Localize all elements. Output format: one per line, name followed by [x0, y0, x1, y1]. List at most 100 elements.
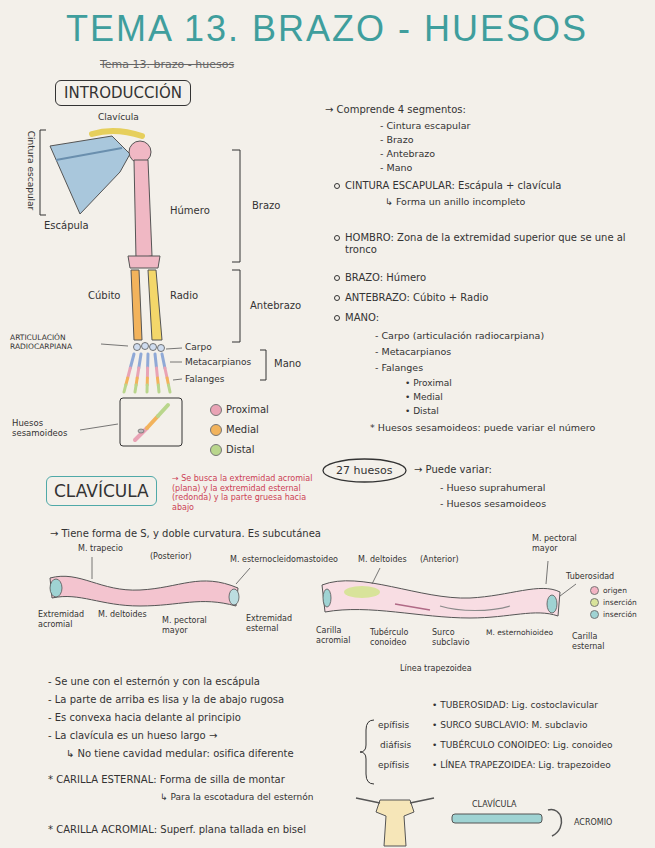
heading-box: INTRODUCCIÓN — [55, 80, 191, 106]
scapula-bone — [50, 136, 130, 214]
note-text: • TUBÉRCULO CONOIDEO: Lig. conoideo — [432, 740, 613, 751]
note-text: - Antebrazo — [380, 148, 435, 159]
note-text: - La parte de arriba es lisa y la de aba… — [48, 694, 284, 706]
note-text: ↳ Para la escotadura del esternón — [160, 792, 313, 803]
note-text: M. esternohioideo — [486, 628, 553, 637]
note-text: M. esternocleidomastoideo — [230, 555, 338, 565]
note-text: - Es convexa hacia delante al principio — [48, 712, 241, 724]
note-text: M. pectoral mayor — [162, 616, 228, 635]
note-text: Extremidad esternal — [246, 614, 310, 633]
note-text: • Distal — [405, 406, 439, 417]
legend-text: Distal — [226, 444, 255, 455]
note-text: diáfisis — [380, 740, 411, 751]
node-text: 27 huesos — [336, 464, 392, 477]
note-text: Cúbito — [88, 290, 121, 302]
note-text: Línea trapezoidea — [400, 664, 472, 674]
clavicle-posterior — [50, 576, 238, 606]
note-text: epífisis — [378, 720, 409, 731]
clavicle-bone — [92, 131, 142, 136]
note-text: → Tiene forma de S, y doble curvatura. E… — [50, 528, 321, 540]
note-text: Antebrazo — [250, 300, 301, 312]
note-text: Carilla acromial — [316, 626, 362, 645]
note-text: → Comprende 4 segmentos: — [325, 104, 466, 116]
deltoid-area — [344, 586, 380, 598]
note-text: BRAZO: Húmero — [345, 272, 426, 284]
note-text: - La clavícula es un hueso largo → — [48, 730, 217, 742]
legend-text: Proximal — [226, 404, 269, 415]
clavicle-anterior — [322, 581, 560, 618]
red-note: → Se busca la extremidad acromial (plana… — [172, 474, 314, 512]
legend-swatch — [210, 444, 222, 456]
legend-row: origen — [590, 586, 627, 595]
note-text: Húmero — [170, 205, 210, 217]
subclavian-groove — [440, 606, 510, 611]
radius-bone — [148, 270, 162, 340]
note-text: (Anterior) — [420, 555, 459, 565]
note-text: Tuberosidad — [566, 572, 614, 582]
note-text: M. trapecio — [78, 544, 123, 554]
note-text: Huesos sesamoideos — [12, 418, 76, 438]
legend-row: Medial — [210, 424, 259, 436]
trapezoid-line — [395, 604, 430, 610]
legend-swatch — [590, 586, 599, 595]
note-text: M. deltoides — [98, 610, 147, 620]
note-text: Clavícula — [98, 112, 139, 123]
note-text: * CARILLA ACROMIAL: Superf. plana tallad… — [48, 824, 306, 836]
note-text: Extremidad acromial — [38, 610, 96, 629]
hand-bones — [124, 354, 170, 392]
humerus-shaft — [134, 160, 152, 258]
acromion-sketch — [548, 810, 562, 836]
legend-row: Distal — [210, 444, 255, 456]
note-text: ↳ Forma un anillo incompleto — [385, 196, 525, 207]
sesamoid-bone — [138, 429, 144, 433]
sternal-end — [229, 589, 239, 605]
legend-text: inserción — [603, 610, 637, 619]
node-text: INTRODUCCIÓN — [64, 84, 182, 102]
legend-text: origen — [603, 586, 627, 595]
legend-swatch — [590, 610, 599, 619]
leader-lines — [372, 561, 576, 596]
scapula-spine — [56, 148, 122, 160]
legend-swatch — [590, 598, 599, 607]
note-text: Radio — [170, 290, 198, 302]
note-text: M. pectoral mayor — [532, 534, 594, 553]
note-text: - Huesos sesamoideos — [440, 498, 546, 509]
sesamoid-finger — [135, 405, 168, 440]
leader-lines — [80, 344, 182, 430]
sternal-facet — [547, 595, 557, 613]
note-text: • Medial — [405, 392, 443, 403]
ulna-bone — [131, 270, 142, 340]
note-text: - Metacarpianos — [375, 346, 451, 357]
note-text: * Huesos sesamoideos: puede variar el nú… — [370, 422, 645, 433]
note-text: * CARILLA ESTERNAL: Forma de silla de mo… — [48, 774, 285, 786]
note-text: Cintura escapular — [25, 128, 36, 213]
note-text: CINTURA ESCAPULAR: Escápula + clavícula — [345, 180, 635, 192]
note-text: - Carpo (articulación radiocarpiana) — [375, 330, 544, 341]
note-text: epífisis — [378, 760, 409, 771]
acromial-facet — [323, 589, 331, 607]
brace — [360, 720, 374, 784]
leader-lines — [92, 557, 250, 584]
clavicle-sketch — [452, 814, 542, 823]
page-title: TEMA 13. BRAZO - HUESOS — [66, 8, 588, 49]
humerus-distal — [128, 256, 160, 268]
note-text: → Puede variar: — [414, 464, 492, 476]
legend-text: inserción — [603, 598, 637, 607]
note-text: - Hueso suprahumeral — [440, 482, 545, 493]
note-text: Carilla esternal — [572, 632, 622, 651]
note-text: Carpo — [185, 342, 212, 353]
inset-box — [120, 398, 182, 446]
note-text: ↳ No tiene cavidad medular: osifica dife… — [66, 748, 351, 760]
crossed-note: Tema 13. brazo - huesos — [100, 58, 234, 71]
note-text: • SURCO SUBCLAVIO: M. subclavio — [432, 720, 587, 731]
note-text: • TUBEROSIDAD: Lig. costoclavicular — [432, 700, 598, 711]
note-text: Falanges — [185, 374, 225, 385]
brackets — [40, 130, 266, 380]
note-text: ANTEBRAZO: Cúbito + Radio — [345, 292, 488, 304]
note-text: ARTICULACIÓN RADIOCARPIANA — [10, 333, 100, 351]
note-text: - Se une con el esternón y con la escápu… — [48, 676, 260, 688]
note-text: MANO: — [345, 312, 379, 324]
note-text: • LÍNEA TRAPEZOIDEA: Lig. trapezoideo — [432, 760, 611, 771]
sternum-sketch — [376, 800, 414, 846]
